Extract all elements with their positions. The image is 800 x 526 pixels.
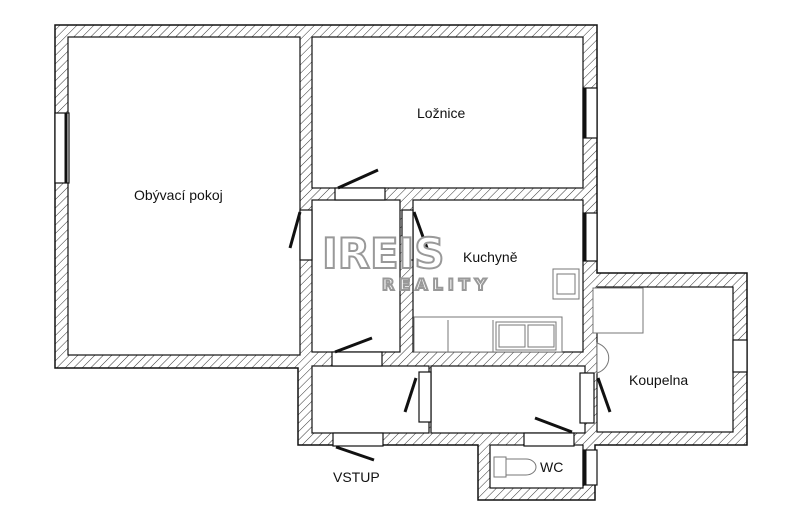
windows-doors	[54, 87, 748, 486]
watermark-brand: IREIS	[322, 229, 445, 278]
window	[732, 339, 748, 373]
shower	[592, 287, 644, 334]
hall	[311, 199, 401, 353]
room-label-bathroom: Koupelna	[629, 372, 688, 388]
door	[334, 187, 386, 201]
entrance-hall	[311, 365, 430, 434]
watermark: IREIS REALITY	[321, 228, 491, 295]
door	[331, 351, 383, 367]
door	[418, 371, 432, 423]
door	[579, 372, 595, 424]
corridor	[430, 365, 586, 434]
fixtures	[413, 268, 644, 478]
room-label-living: Obývací pokoj	[134, 187, 223, 203]
room-label-bedroom: Ložnice	[417, 105, 465, 121]
door	[401, 209, 414, 261]
room-label-wc: WC	[540, 459, 563, 475]
toilet	[493, 456, 507, 478]
door	[523, 432, 575, 447]
washbasin	[596, 342, 610, 374]
room-label-entrance: VSTUP	[333, 469, 380, 485]
door	[332, 432, 384, 447]
room-label-kitchen: Kuchyně	[463, 249, 518, 265]
room-interiors	[67, 36, 734, 489]
living-room	[67, 36, 301, 356]
watermark-sub: REALITY	[382, 275, 491, 294]
door	[299, 209, 313, 261]
